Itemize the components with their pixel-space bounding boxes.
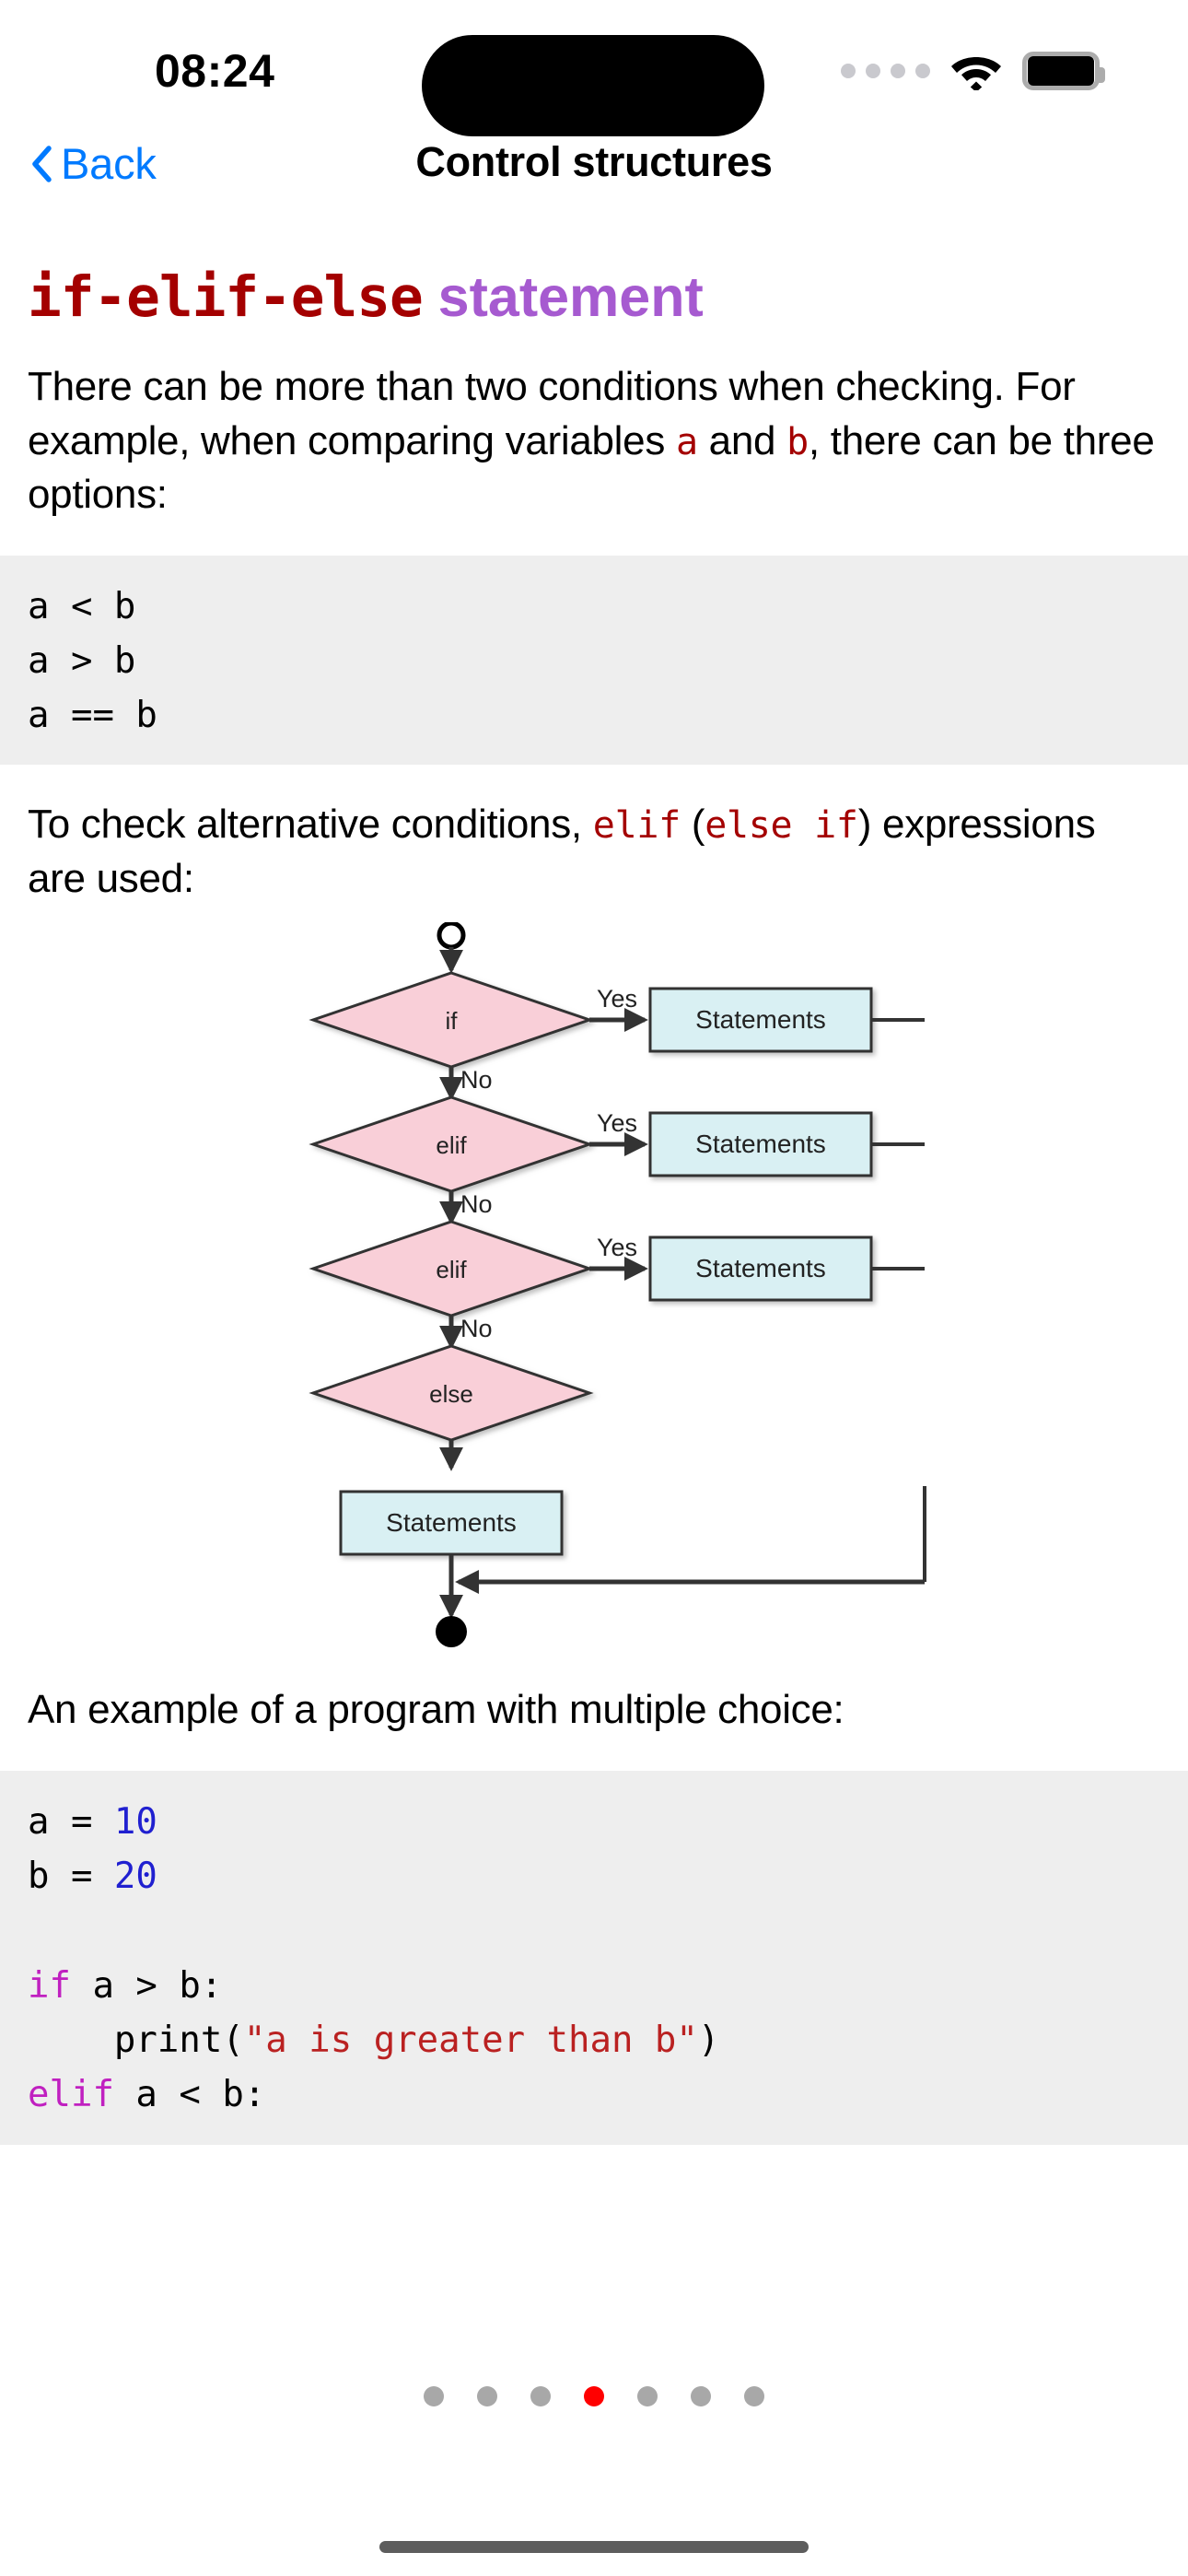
page-title: Control structures bbox=[415, 138, 773, 185]
code-line-5-close: ) bbox=[697, 2020, 720, 2061]
status-time: 08:24 bbox=[155, 45, 275, 97]
decision-elif-2-label: elif bbox=[436, 1256, 467, 1283]
paragraph-one-text-a: There can be more than two conditions wh… bbox=[28, 364, 1076, 463]
dynamic-island bbox=[422, 35, 764, 136]
paragraph-two-text-mid: ( bbox=[680, 802, 705, 848]
code-line-4-keyword: if bbox=[28, 1964, 71, 2007]
heading-word-part: statement bbox=[437, 265, 704, 328]
paragraph-one: There can be more than two conditions wh… bbox=[28, 360, 1160, 522]
page-dot-active[interactable] bbox=[584, 2386, 604, 2406]
paragraph-one-text-mid: and bbox=[697, 417, 787, 463]
code-line-1-num: 10 bbox=[113, 1800, 157, 1843]
code-line-2-num: 20 bbox=[113, 1856, 157, 1898]
process-statements-2-label: Statements bbox=[695, 1130, 826, 1158]
status-bar: 08:24 bbox=[0, 0, 1188, 138]
label-no-3: No bbox=[460, 1315, 493, 1342]
page-dot[interactable] bbox=[691, 2386, 711, 2406]
section-heading: if-elif-else statement bbox=[28, 267, 1160, 327]
paragraph-three: An example of a program with multiple ch… bbox=[28, 1687, 844, 1733]
process-statements-3 bbox=[648, 1235, 873, 1302]
signal-dots-icon bbox=[841, 64, 930, 78]
decision-elif-1-label: elif bbox=[436, 1131, 467, 1159]
code-block-example: a = 10 b = 20 if a > b: print("a is grea… bbox=[0, 1770, 1188, 2145]
code-line-5-call: print( bbox=[28, 2020, 244, 2061]
decision-else-label: else bbox=[429, 1380, 473, 1408]
page-dot[interactable] bbox=[744, 2386, 764, 2406]
variable-a: a bbox=[675, 420, 698, 463]
flowchart-diagram-lower: Statements bbox=[339, 1486, 926, 1648]
article-content: if-elif-else statement There can be more… bbox=[0, 267, 1188, 2145]
page-indicator[interactable] bbox=[0, 2386, 1188, 2406]
code-line-6-rest: a < b: bbox=[113, 2074, 266, 2116]
battery-full-icon bbox=[1022, 52, 1105, 90]
paragraph-two-text-b: ) expressions are used: bbox=[28, 802, 1096, 901]
code-line-5-string: "a is greater than b" bbox=[243, 2020, 698, 2061]
paragraph-two-text-a: To check alternative conditions, bbox=[28, 802, 593, 848]
page-dot[interactable] bbox=[637, 2386, 658, 2406]
heading-code-part: if-elif-else bbox=[28, 264, 424, 330]
code-line-2-var: b = bbox=[28, 1856, 114, 1898]
status-indicators bbox=[841, 52, 1105, 90]
inline-code-elif: elif bbox=[592, 804, 681, 848]
code-line-6-keyword: elif bbox=[28, 2074, 114, 2116]
label-yes-1: Yes bbox=[597, 985, 637, 1013]
back-button[interactable]: Back bbox=[31, 138, 157, 189]
inline-code-else-if: else if bbox=[705, 804, 858, 848]
chevron-left-icon bbox=[32, 145, 52, 182]
label-yes-2: Yes bbox=[597, 1109, 637, 1137]
page-dot[interactable] bbox=[424, 2386, 444, 2406]
back-button-label: Back bbox=[61, 139, 157, 188]
code-line-4-rest: a > b: bbox=[70, 1964, 223, 2007]
end-circle bbox=[436, 1616, 467, 1648]
label-no-1: No bbox=[460, 1066, 493, 1094]
label-yes-3: Yes bbox=[597, 1234, 637, 1261]
code-block-comparisons: a < b a > b a == b bbox=[0, 555, 1188, 766]
navigation-bar: Back Control structures bbox=[0, 138, 1188, 219]
process-statements-final-label: Statements bbox=[386, 1508, 517, 1537]
start-circle bbox=[437, 922, 466, 950]
home-indicator[interactable] bbox=[379, 2541, 809, 2553]
code-line-1-var: a = bbox=[28, 1800, 114, 1843]
process-statements-1-label: Statements bbox=[695, 1005, 826, 1034]
wifi-icon bbox=[951, 57, 1001, 90]
decision-if-label: if bbox=[446, 1007, 459, 1035]
page-dot[interactable] bbox=[530, 2386, 551, 2406]
paragraph-two: To check alternative conditions, elif (e… bbox=[28, 798, 1160, 906]
process-statements-final bbox=[339, 1490, 564, 1556]
variable-b: b bbox=[786, 420, 809, 463]
paragraph-one-text-b: , there can be three options: bbox=[28, 417, 1155, 518]
flowchart-diagram: if Yes Statements No elif Yes Statements… bbox=[309, 922, 925, 1472]
process-statements-2 bbox=[648, 1111, 873, 1177]
label-no-2: No bbox=[460, 1190, 493, 1218]
page-dot[interactable] bbox=[477, 2386, 497, 2406]
process-statements-3-label: Statements bbox=[695, 1254, 826, 1282]
